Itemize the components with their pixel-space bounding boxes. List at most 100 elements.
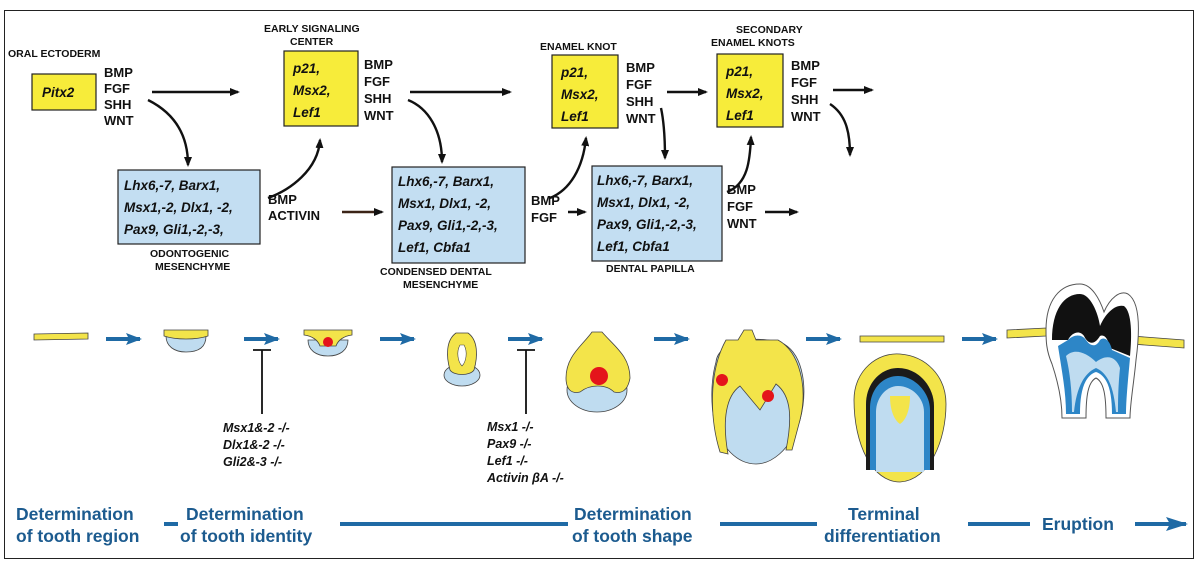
sek-gene-msx2: Msx2, xyxy=(726,86,764,101)
stage-2-line2: of tooth identity xyxy=(180,526,312,546)
arrow-ek-to-dp xyxy=(659,107,669,160)
om-genes-line2: Msx1,-2, Dlx1, -2, xyxy=(124,200,233,215)
om-caption-line1: ODONTOGENIC xyxy=(150,248,230,260)
dp-genes-line4: Lef1, Cbfa1 xyxy=(597,239,670,254)
stage1-epithelium xyxy=(33,332,89,341)
arrow-dp-to-sek xyxy=(726,135,755,194)
dp-genes-line1: Lhx6,-7, Barx1, xyxy=(597,173,693,188)
morphology-row xyxy=(33,283,1185,483)
papilla-box xyxy=(591,165,723,262)
odontogenic-mesenchyme-group: Lhx6,-7, Barx1, Msx1,-2, Dlx1, -2, Pax9,… xyxy=(117,169,320,273)
stage8-gingiva-left xyxy=(1006,327,1047,339)
esc-signal-wnt: WNT xyxy=(364,108,394,123)
stage4-bud-core xyxy=(457,344,467,367)
early-signaling-center-group: EARLY SIGNALING CENTER p21, Msx2, Lef1 B… xyxy=(264,23,394,127)
mutant-1-line1: Msx1&-2 -/- xyxy=(223,421,290,435)
stage7-pulp xyxy=(876,386,924,472)
sek-caption-line2: ENAMEL KNOTS xyxy=(711,37,795,49)
stage3-mesenchyme xyxy=(307,339,349,357)
dp-signal-bmp: BMP xyxy=(727,182,756,197)
stage7-oral-epithelium xyxy=(859,335,945,343)
sek-signal-bmp: BMP xyxy=(791,58,820,73)
mutant-list-1: Msx1&-2 -/- Dlx1&-2 -/- Gli2&-3 -/- xyxy=(223,421,290,469)
stage2-mesenchyme xyxy=(165,335,207,353)
stage-2-line1: Determination xyxy=(186,504,304,524)
stage7-inner-fold xyxy=(890,396,910,424)
cm-genes-line1: Lhx6,-7, Barx1, xyxy=(398,174,494,189)
cm-signal-fgf: FGF xyxy=(531,210,557,225)
sek-signal-wnt: WNT xyxy=(791,109,821,124)
om-genes-line1: Lhx6,-7, Barx1, xyxy=(124,178,220,193)
ectoderm-signal-bmp: BMP xyxy=(104,65,133,80)
cm-genes-line2: Msx1, Dlx1, -2, xyxy=(398,196,491,211)
stage-4-line1: Terminal xyxy=(848,504,920,524)
mutant-1-line2: Dlx1&-2 -/- xyxy=(223,438,285,452)
stage-3-line1: Determination xyxy=(574,504,692,524)
stage-labels: Determination of tooth region Determinat… xyxy=(16,504,1114,546)
om-signal-bmp: BMP xyxy=(268,192,297,207)
ek-signal-fgf: FGF xyxy=(626,77,652,92)
esc-signal-bmp: BMP xyxy=(364,57,393,72)
oral-ectoderm-caption: ORAL ECTODERM xyxy=(8,48,101,60)
cm-genes-line3: Pax9, Gli1,-2,-3, xyxy=(398,218,498,233)
stage5-cap xyxy=(565,331,631,393)
enamel-knot-group: ENAMEL KNOT p21, Msx2, Lef1 BMP FGF SHH … xyxy=(540,41,656,129)
stage-1-line1: Determination xyxy=(16,504,134,524)
om-caption-line2: MESENCHYME xyxy=(155,261,230,273)
mutant-2-line2: Pax9 -/- xyxy=(487,437,531,451)
dp-signal-fgf: FGF xyxy=(727,199,753,214)
stage6-knot-left xyxy=(716,374,728,386)
esc-gene-lef1: Lef1 xyxy=(293,105,321,120)
esc-gene-p21: p21, xyxy=(292,61,320,76)
pitx2-gene: Pitx2 xyxy=(42,85,75,100)
enamel-knot-caption: ENAMEL KNOT xyxy=(540,41,617,53)
stage5-enamel-knot xyxy=(590,367,608,385)
arrow-mesenchyme-to-esc xyxy=(267,138,324,200)
ek-gene-lef1: Lef1 xyxy=(561,109,589,124)
pitx2-box xyxy=(31,73,97,111)
sek-gene-p21: p21, xyxy=(725,64,753,79)
sek-gene-lef1: Lef1 xyxy=(726,108,754,123)
dp-signal-wnt: WNT xyxy=(727,216,757,231)
dp-genes-line3: Pax9, Gli1,-2,-3, xyxy=(597,217,697,232)
dp-caption: DENTAL PAPILLA xyxy=(606,263,695,275)
arrow-esc-to-cm xyxy=(407,98,446,164)
condensed-mesenchyme-group: Lhx6,-7, Barx1, Msx1, Dlx1, -2, Pax9, Gl… xyxy=(380,166,560,291)
ek-gene-msx2: Msx2, xyxy=(561,87,599,102)
sek-signal-shh: SHH xyxy=(791,92,818,107)
condensed-box xyxy=(391,166,526,264)
sek-box xyxy=(716,53,784,128)
mutant-list-2: Msx1 -/- Pax9 -/- Lef1 -/- Activin βA -/… xyxy=(486,420,564,485)
secondary-enamel-knots-group: SECONDARY ENAMEL KNOTS p21, Msx2, Lef1 B… xyxy=(711,24,821,128)
esc-gene-msx2: Msx2, xyxy=(293,83,331,98)
esc-signal-fgf: FGF xyxy=(364,74,390,89)
early-signaling-box xyxy=(283,50,359,127)
esc-signal-shh: SHH xyxy=(364,91,391,106)
oral-ectoderm-group: ORAL ECTODERM Pitx2 BMP FGF SHH WNT xyxy=(8,48,134,128)
regulatory-arrows xyxy=(147,86,874,216)
cm-genes-line4: Lef1, Cbfa1 xyxy=(398,240,471,255)
arrow-cm-to-ek xyxy=(549,136,590,200)
arrow-ectoderm-to-mesenchyme xyxy=(147,98,192,167)
ek-signal-wnt: WNT xyxy=(626,111,656,126)
om-signal-activin: ACTIVIN xyxy=(268,208,320,223)
mutant-1-line3: Gli2&-3 -/- xyxy=(223,455,282,469)
ectoderm-signal-wnt: WNT xyxy=(104,113,134,128)
early-signaling-caption-line2: CENTER xyxy=(290,36,334,48)
stage6-knot-right xyxy=(762,390,774,402)
sek-caption-line1: SECONDARY xyxy=(736,24,803,36)
mutant-2-line1: Msx1 -/- xyxy=(487,420,534,434)
stage8-enamel xyxy=(1052,294,1132,356)
diagram-frame xyxy=(4,10,1194,559)
cm-caption-line2: MESENCHYME xyxy=(403,279,478,291)
enamel-knot-box xyxy=(551,54,619,129)
stage-3-line2: of tooth shape xyxy=(572,526,693,546)
sek-signal-fgf: FGF xyxy=(791,75,817,90)
stage8-pulp xyxy=(1066,351,1120,412)
odontogenic-box xyxy=(117,169,261,245)
stage-4-line2: differentiation xyxy=(824,526,941,546)
inhibition-bars xyxy=(253,349,535,414)
mutant-2-line3: Lef1 -/- xyxy=(487,454,528,468)
